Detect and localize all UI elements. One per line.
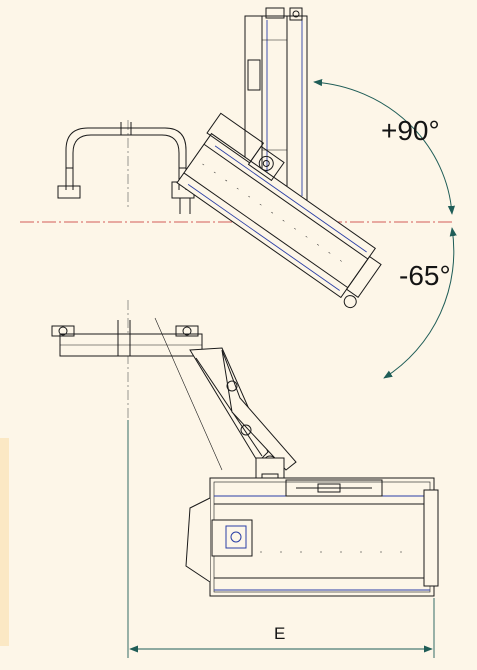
- mulcher-tilted-position: [176, 112, 382, 309]
- page-side-strip: [0, 438, 9, 646]
- arc-plus-90: [313, 79, 456, 215]
- mounting-beam: [51, 320, 216, 357]
- mulcher-bottom-position: [185, 477, 439, 597]
- angle-plus-90-label: +90°: [381, 115, 440, 146]
- dimension-e-label: E: [274, 624, 286, 643]
- rear-frame-hoop: [57, 122, 195, 214]
- arm-linkage: [154, 317, 297, 495]
- angle-minus-65-label: -65°: [399, 260, 451, 291]
- arc-minus-65: [383, 227, 457, 379]
